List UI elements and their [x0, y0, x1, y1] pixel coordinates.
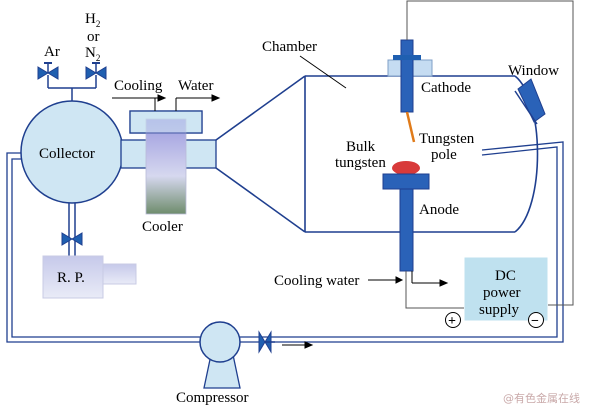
window-label: Window — [508, 63, 559, 79]
cooler-label: Cooler — [142, 219, 183, 235]
chamber-pointer — [299, 55, 347, 89]
anode-cooling-water-arrows — [368, 271, 449, 287]
anode-label: Anode — [419, 202, 459, 218]
tungsten-pole-label-2: pole — [431, 147, 457, 163]
cooler — [129, 110, 203, 215]
rotary-pump — [42, 255, 137, 299]
pump-valve-icon — [61, 232, 83, 246]
compressor-label: Compressor — [176, 390, 249, 406]
cathode-label: Cathode — [421, 80, 471, 96]
tungsten-pole-label-1: Tungsten — [419, 131, 475, 147]
n2-label: N2 — [85, 45, 100, 63]
plus-sign: + — [448, 314, 456, 329]
bulk-tungsten-label-1: Bulk — [346, 139, 376, 155]
bulk-tungsten — [392, 161, 420, 175]
collector-label: Collector — [39, 146, 95, 162]
cooling-label: Cooling — [114, 78, 163, 94]
cooling-water-arrows — [112, 94, 221, 111]
loop-valve-icon — [258, 330, 275, 354]
ar-label: Ar — [44, 44, 60, 60]
ar-valve-icon — [37, 62, 59, 80]
flow-arrow-icon — [282, 341, 314, 349]
compressor — [199, 321, 241, 389]
h2-n2-valve-icon — [85, 62, 107, 80]
watermark: @有色金属在线 — [503, 391, 580, 405]
anode — [382, 161, 430, 272]
window — [514, 78, 546, 125]
dc-label-1: DC — [495, 268, 516, 284]
h2-label: H2 — [85, 11, 100, 29]
dc-label-3: supply — [479, 302, 520, 318]
minus-sign: − — [531, 314, 539, 329]
cooling-water-label: Cooling water — [274, 273, 359, 289]
gas-inlet-manifold — [47, 75, 97, 102]
circulation-loop — [6, 141, 564, 343]
bulk-tungsten-label-2: tungsten — [335, 155, 386, 171]
cathode — [387, 39, 433, 143]
or-label: or — [87, 29, 100, 45]
dc-plus-terminal — [445, 312, 461, 328]
dc-label-2: power — [483, 285, 521, 301]
chamber-label: Chamber — [262, 39, 317, 55]
dc-power-supply-box — [464, 257, 548, 321]
rp-label: R. P. — [57, 270, 85, 286]
dc-wiring — [405, 0, 574, 309]
dc-minus-terminal — [528, 312, 544, 328]
tungsten-pole — [405, 111, 416, 143]
water-label: Water — [178, 78, 213, 94]
pump-line — [68, 203, 76, 258]
